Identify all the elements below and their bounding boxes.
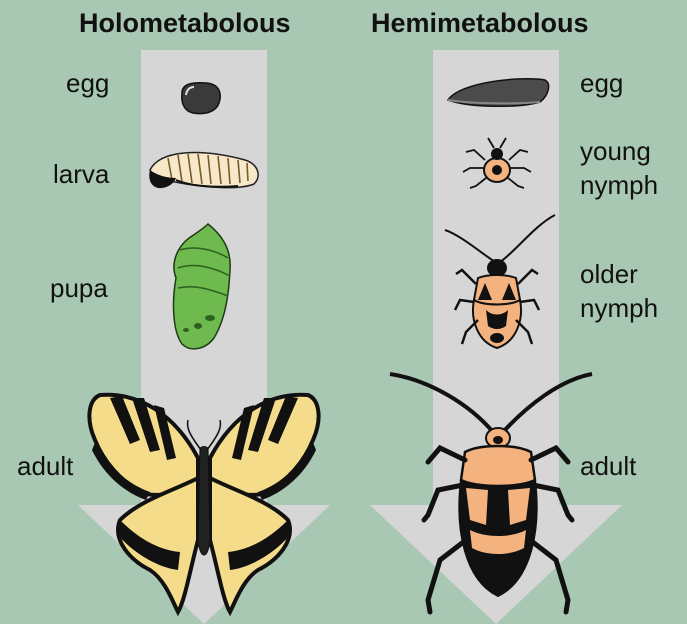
- holo-label-larva: larva: [53, 159, 109, 189]
- holo-label-pupa: pupa: [50, 273, 108, 303]
- hemi-label-older-nymph: nymph: [580, 293, 658, 323]
- hemi-label-older: older: [580, 259, 638, 289]
- hemimetabolous-title: Hemimetabolous: [371, 8, 589, 39]
- hemi-label-young: young: [580, 136, 651, 166]
- holometabolous-title: Holometabolous: [79, 8, 291, 39]
- holo-label-adult: adult: [17, 451, 73, 481]
- holo-label-egg: egg: [66, 68, 109, 98]
- hemi-label-adult: adult: [580, 451, 636, 481]
- hemi-label-young-nymph: nymph: [580, 170, 658, 200]
- holometabolous-egg-icon: [182, 83, 220, 114]
- hemi-label-egg: egg: [580, 68, 623, 98]
